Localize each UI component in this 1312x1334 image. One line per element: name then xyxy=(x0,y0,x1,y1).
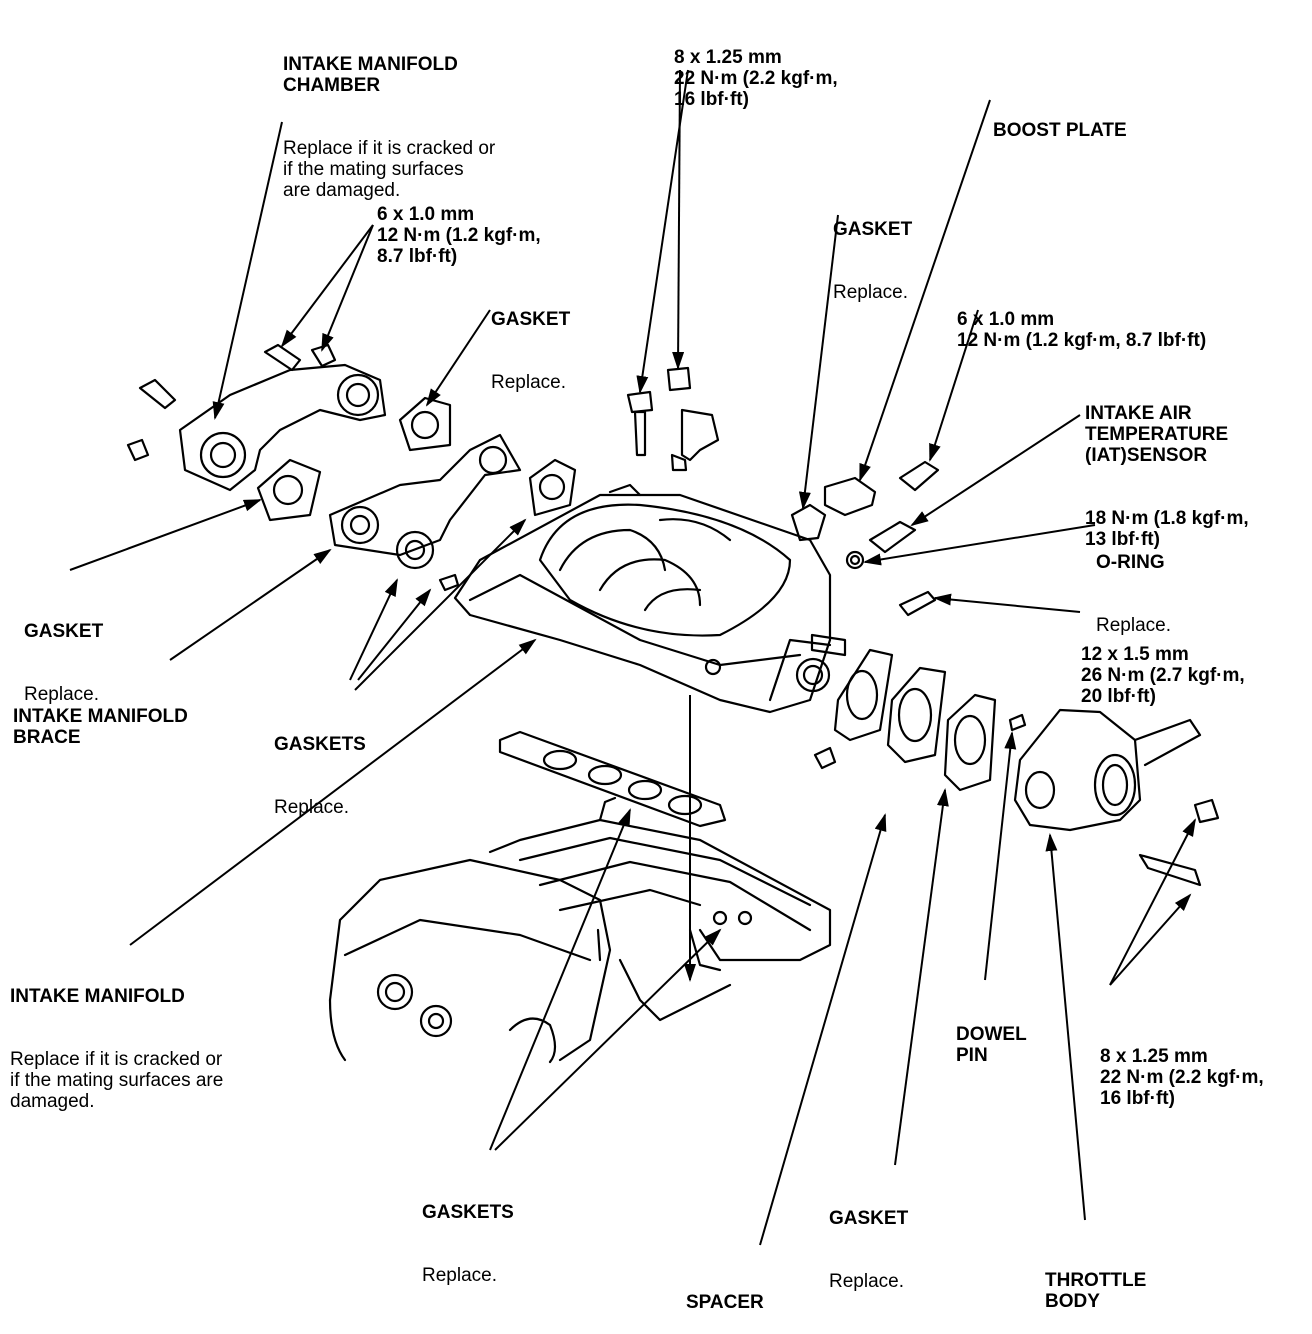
label-spec: 12 x 1.5 mm 26 N·m (2.7 kgf·m, 20 lbf·ft… xyxy=(1081,644,1245,707)
label-title: O-RING xyxy=(1096,552,1165,573)
chamber-gaskets xyxy=(256,396,577,522)
label-note: Replace if it is cracked or if the matin… xyxy=(10,1049,224,1112)
label-spec: 6 x 1.0 mm 12 N·m (1.2 kgf·m, 8.7 lbf·ft… xyxy=(377,204,541,267)
label-title: THROTTLE BODY xyxy=(1045,1270,1147,1312)
label-note: Replace. xyxy=(422,1265,497,1286)
label-bolt-6x10-right: 6 x 1.0 mm 12 N·m (1.2 kgf·m, 8.7 lbf·ft… xyxy=(957,267,1206,372)
label-o-ring: O-RING Replace. xyxy=(1096,510,1171,657)
label-title: GASKETS xyxy=(274,734,366,755)
label-spec: 6 x 1.0 mm 12 N·m (1.2 kgf·m, 8.7 lbf·ft… xyxy=(957,309,1207,351)
label-note: Replace. xyxy=(491,372,566,393)
label-note: Replace. xyxy=(829,1271,904,1292)
label-dowel-pin: DOWEL PIN xyxy=(956,982,1027,1087)
chamber-bolts xyxy=(126,343,460,592)
label-title: GASKET xyxy=(24,621,104,642)
label-note: Replace. xyxy=(24,684,99,705)
label-bolt-12x15: 12 x 1.5 mm 26 N·m (2.7 kgf·m, 20 lbf·ft… xyxy=(1081,602,1245,728)
label-bolt-8x125-top: 8 x 1.25 mm 22 N·m (2.2 kgf·m, 16 lbf·ft… xyxy=(674,5,838,131)
label-bolt-8x125-bottom: 8 x 1.25 mm 22 N·m (2.2 kgf·m, 16 lbf·ft… xyxy=(1100,1004,1264,1130)
boost-plate-assembly xyxy=(790,460,940,617)
label-title: INTAKE AIR TEMPERATURE (IAT)SENSOR xyxy=(1085,403,1229,466)
gasket-plate xyxy=(498,730,727,828)
label-intake-manifold-chamber: INTAKE MANIFOLD CHAMBER Replace if it is… xyxy=(283,12,495,222)
label-bolt-6x10-left: 6 x 1.0 mm 12 N·m (1.2 kgf·m, 8.7 lbf·ft… xyxy=(377,162,541,288)
label-note: Replace if it is cracked or if the matin… xyxy=(283,138,496,201)
label-gaskets-bottom: GASKETS Replace. xyxy=(422,1160,514,1307)
label-title: GASKET xyxy=(491,309,571,330)
label-title: SPACER xyxy=(686,1292,764,1313)
label-spec: 8 x 1.25 mm 22 N·m (2.2 kgf·m, 16 lbf·ft… xyxy=(1100,1046,1264,1109)
label-spec: 8 x 1.25 mm 22 N·m (2.2 kgf·m, 16 lbf·ft… xyxy=(674,47,838,110)
label-boost-plate: BOOST PLATE xyxy=(993,78,1127,162)
intake-manifold-brace xyxy=(328,433,522,570)
intake-manifold-chamber xyxy=(178,363,387,492)
label-title: DOWEL PIN xyxy=(956,1024,1027,1066)
label-title: GASKETS xyxy=(422,1202,514,1223)
exploded-view-diagram xyxy=(69,69,1220,1246)
label-title: INTAKE MANIFOLD BRACE xyxy=(13,706,188,748)
label-throttle-body: THROTTLE BODY xyxy=(1045,1228,1146,1333)
lower-manifold xyxy=(488,796,832,972)
label-title: GASKET xyxy=(829,1208,909,1229)
label-title: INTAKE MANIFOLD CHAMBER xyxy=(283,54,458,96)
engine-block xyxy=(328,858,732,1064)
label-title: GASKET xyxy=(833,219,913,240)
throttle-assembly xyxy=(810,633,1220,887)
label-title: BOOST PLATE xyxy=(993,120,1127,141)
leader-lines xyxy=(69,69,1196,1246)
label-gasket-top-mid: GASKET Replace. xyxy=(491,267,570,414)
label-title: INTAKE MANIFOLD xyxy=(10,986,185,1007)
label-note: Replace. xyxy=(1096,615,1171,636)
label-intake-manifold-brace: INTAKE MANIFOLD BRACE xyxy=(13,664,188,769)
label-gasket-top-right: GASKET Replace. xyxy=(833,177,912,324)
label-gaskets-mid: GASKETS Replace. xyxy=(274,692,366,839)
label-note: Replace. xyxy=(274,797,349,818)
label-gasket-left: GASKET Replace. xyxy=(24,579,103,726)
intake-manifold-body xyxy=(453,483,832,714)
label-gasket-bottom: GASKET Replace. xyxy=(829,1166,908,1313)
label-intake-manifold: INTAKE MANIFOLD Replace if it is cracked… xyxy=(10,944,223,1133)
label-spec: 18 N·m (1.8 kgf·m, 13 lbf·ft) xyxy=(1085,508,1249,550)
label-note: Replace. xyxy=(833,282,908,303)
label-iat-sensor: INTAKE AIR TEMPERATURE (IAT)SENSOR 18 N·… xyxy=(1085,361,1249,571)
label-spacer: SPACER xyxy=(686,1250,764,1334)
